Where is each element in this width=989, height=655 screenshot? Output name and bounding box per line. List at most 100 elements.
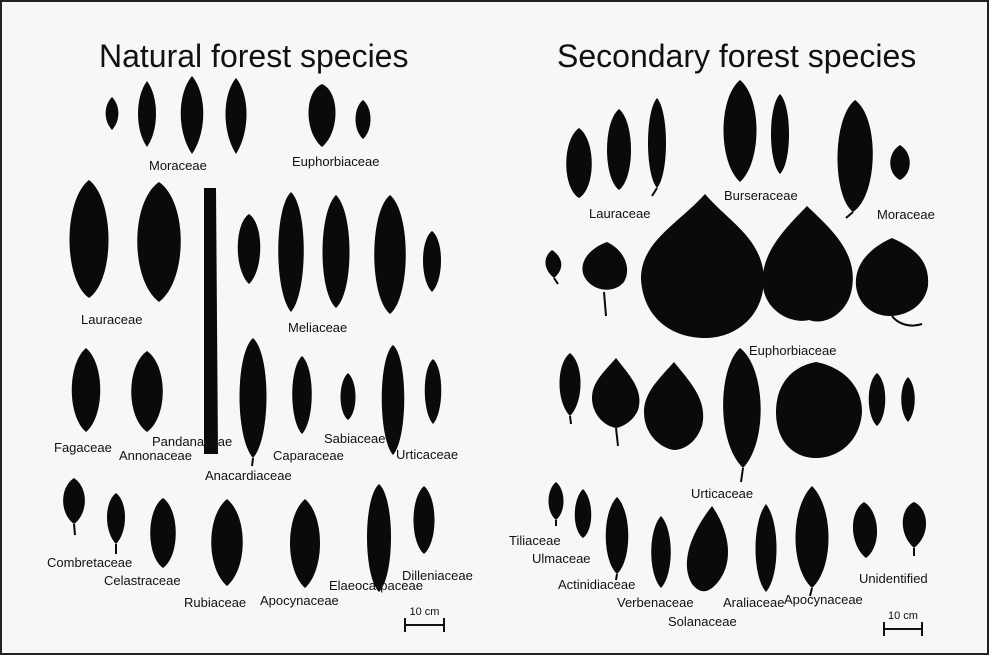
leaf-petiole <box>74 524 75 535</box>
leaf-silhouette <box>341 373 356 420</box>
label-ulmaceae: Ulmaceae <box>532 551 591 566</box>
label-euphorbiaceae: Euphorbiaceae <box>749 343 836 358</box>
leaf-silhouette <box>72 348 101 432</box>
leaf-silhouette <box>763 206 853 322</box>
leaf-silhouette <box>211 499 243 586</box>
leaf-silhouette <box>903 502 926 548</box>
label-meliaceae: Meliaceae <box>288 320 347 335</box>
label-urticaceae: Urticaceae <box>396 447 458 462</box>
label-unidentified: Unidentified <box>859 571 928 586</box>
scale-bar: 10 cm <box>404 610 445 634</box>
leaf-petiole <box>652 188 657 196</box>
leaf-petiole <box>554 278 558 284</box>
leaf-silhouette <box>771 94 789 174</box>
leaf-silhouette <box>687 506 728 591</box>
leaf-petiole <box>604 292 606 316</box>
leaf-silhouette <box>240 338 267 458</box>
leaf-silhouette <box>545 250 561 278</box>
leaf-silhouette <box>724 80 757 182</box>
leaf-silhouette <box>607 109 631 190</box>
label-urticaceae: Urticaceae <box>691 486 753 501</box>
leaf-petiole <box>741 468 743 482</box>
leaf-silhouette <box>63 478 85 524</box>
leaf-silhouette <box>323 195 350 308</box>
secondary-forest-panel: Secondary forest species <box>494 2 987 653</box>
leaf-silhouette <box>107 493 125 544</box>
label-verbenaceae: Verbenaceae <box>617 595 694 610</box>
leaf-silhouette <box>204 188 218 454</box>
scale-bar-line <box>404 624 445 626</box>
leaf-petiole <box>570 416 571 424</box>
scale-bar-label: 10 cm <box>883 610 923 622</box>
leaf-silhouette <box>890 145 910 180</box>
leaf-silhouette <box>575 489 592 538</box>
scale-bar-line <box>883 628 923 630</box>
leaf-silhouette <box>309 84 336 147</box>
leaf-silhouette <box>869 373 886 426</box>
label-apocynaceae: Apocynaceae <box>260 593 339 608</box>
leaf-silhouette <box>226 78 247 154</box>
leaf-petiole <box>846 212 853 218</box>
label-solanaceae: Solanaceae <box>668 614 737 629</box>
scale-bar-tick <box>883 622 885 636</box>
leaf-silhouette <box>853 502 877 558</box>
leaf-silhouette <box>723 348 761 468</box>
label-tiliaceae: Tiliaceae <box>509 533 561 548</box>
leaf-silhouette <box>278 192 304 312</box>
label-caparaceae: Caparaceae <box>273 448 344 463</box>
label-actinidiaceae: Actinidiaceae <box>558 577 635 592</box>
leaf-petiole <box>252 458 253 466</box>
leaf-silhouette <box>560 353 581 416</box>
scale-bar-label: 10 cm <box>404 606 445 618</box>
leaf-petiole <box>892 316 922 326</box>
scale-bar: 10 cm <box>883 614 923 638</box>
leaf-silhouette <box>423 231 441 292</box>
label-elaeocarpaceae: Elaeocarpaceae <box>329 578 423 593</box>
leaf-silhouette <box>901 377 915 422</box>
label-celastraceae: Celastraceae <box>104 573 181 588</box>
label-lauraceae: Lauraceae <box>81 312 142 327</box>
leaf-silhouette <box>367 484 391 592</box>
leaf-silhouette <box>414 486 435 554</box>
label-apocynaceae: Apocynaceae <box>784 592 863 607</box>
scale-bar-tick <box>404 618 406 632</box>
label-pandanaceae: Pandanaceae <box>152 434 232 449</box>
leaf-silhouette <box>374 195 406 314</box>
leaf-silhouette <box>592 358 639 428</box>
leaf-silhouette <box>137 182 181 302</box>
label-lauraceae: Lauraceae <box>589 206 650 221</box>
leaf-silhouette <box>138 81 156 147</box>
label-annonaceae: Annonaceae <box>119 448 192 463</box>
leaf-silhouette <box>796 486 829 588</box>
leaf-silhouette <box>566 128 592 198</box>
leaf-petiole <box>616 428 618 446</box>
leaf-silhouette <box>292 356 312 434</box>
label-moraceae: Moraceae <box>149 158 207 173</box>
leaf-silhouette <box>131 351 163 432</box>
leaf-silhouette <box>644 362 703 450</box>
leaf-silhouette <box>651 516 671 588</box>
leaf-silhouette <box>648 98 666 188</box>
leaf-silhouette <box>606 497 629 574</box>
leaf-silhouette <box>837 100 872 212</box>
leaf-silhouette <box>425 359 442 424</box>
label-anacardiaceae: Anacardiaceae <box>205 468 292 483</box>
leaf-silhouette <box>549 482 564 520</box>
label-euphorbiaceae: Euphorbiaceae <box>292 154 379 169</box>
leaf-silhouette <box>290 499 320 588</box>
natural-forest-panel: Natural forest species <box>2 2 494 653</box>
label-rubiaceae: Rubiaceae <box>184 595 246 610</box>
scale-bar-tick <box>443 618 445 632</box>
label-sabiaceae: Sabiaceae <box>324 431 385 446</box>
leaf-silhouette <box>776 362 862 458</box>
label-moraceae: Moraceae <box>877 207 935 222</box>
label-fagaceae: Fagaceae <box>54 440 112 455</box>
leaf-silhouette <box>641 194 764 338</box>
leaf-silhouette <box>238 214 261 284</box>
leaf-silhouette <box>856 238 928 316</box>
leaf-silhouette <box>756 504 777 592</box>
label-combretaceae: Combretaceae <box>47 555 132 570</box>
label-burseraceae: Burseraceae <box>724 188 798 203</box>
leaf-silhouette <box>150 498 176 568</box>
